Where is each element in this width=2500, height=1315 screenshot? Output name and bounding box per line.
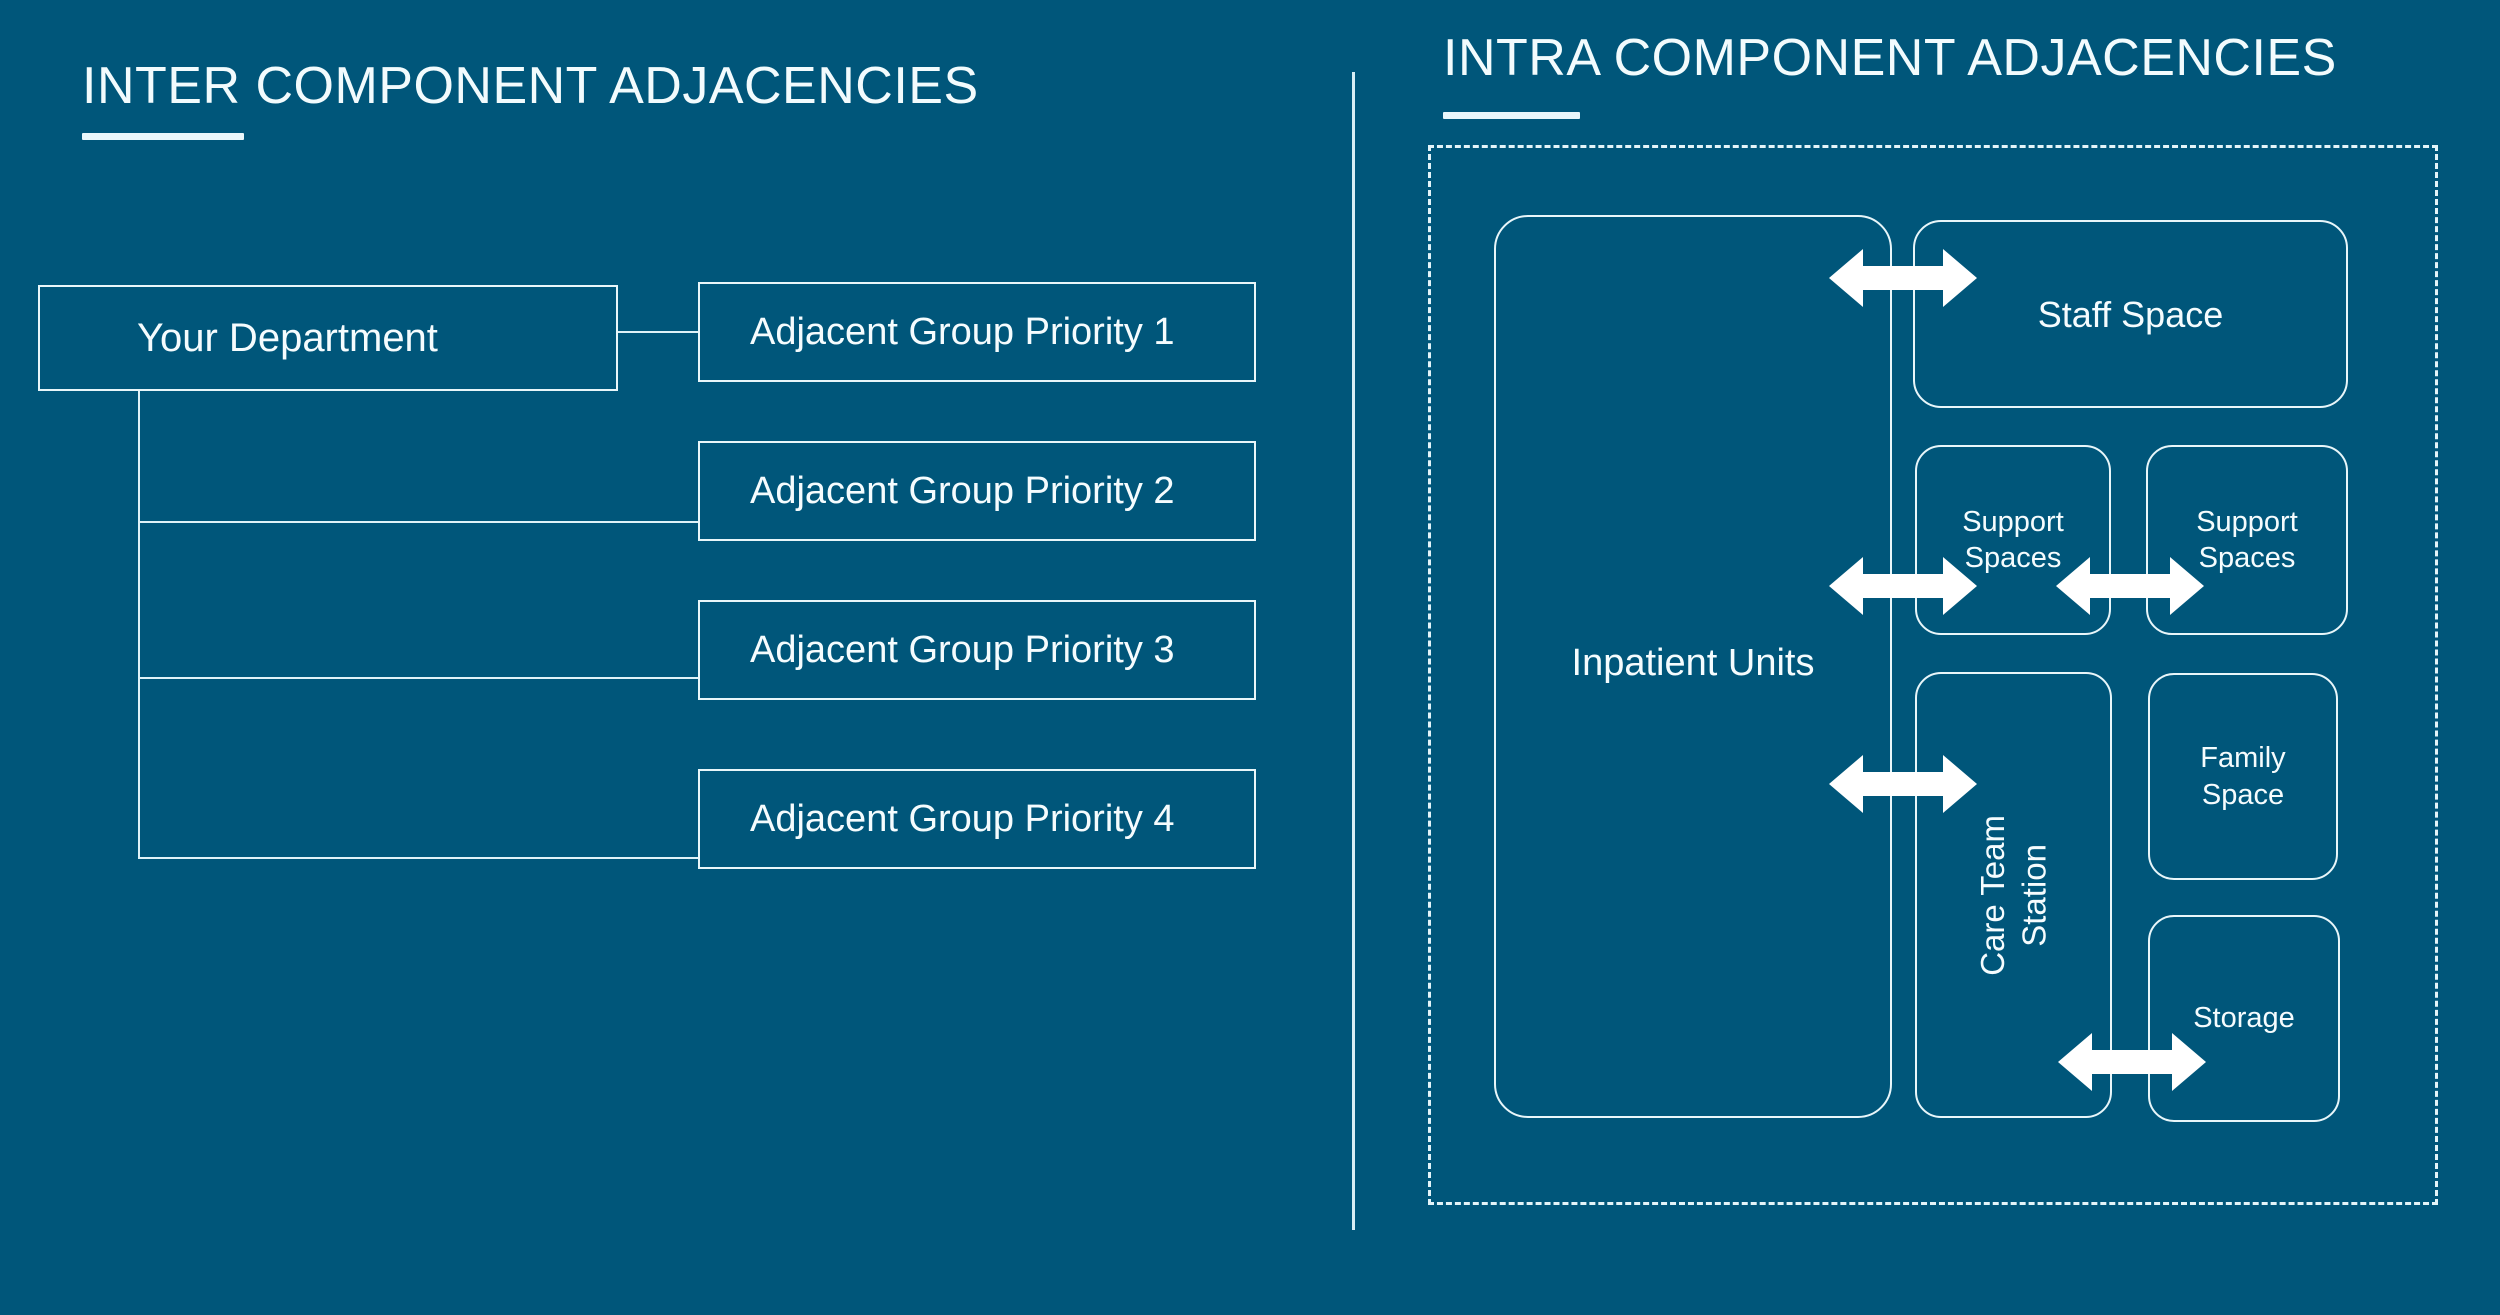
your-department-label: Your Department [137, 315, 438, 360]
adjacent-group-priority-4-box[interactable]: Adjacent Group Priority 4 [698, 769, 1256, 869]
adjacent-group-priority-2-box[interactable]: Adjacent Group Priority 2 [698, 441, 1256, 541]
adjacent-group-priority-1-label: Adjacent Group Priority 1 [750, 310, 1175, 353]
staff-space-box[interactable]: Staff Space [1913, 220, 2348, 408]
adjacent-group-priority-4-label: Adjacent Group Priority 4 [750, 797, 1175, 840]
your-department-box[interactable]: Your Department [38, 285, 618, 391]
double-arrow-icon-inpatient-care-team-station [1829, 755, 1977, 813]
adjacent-group-priority-1-box[interactable]: Adjacent Group Priority 1 [698, 282, 1256, 382]
connector-trunk [138, 391, 140, 858]
adjacent-group-priority-2-label: Adjacent Group Priority 2 [750, 469, 1175, 512]
inpatient-units-label: Inpatient Units [1571, 642, 1815, 684]
adjacent-group-priority-3-box[interactable]: Adjacent Group Priority 3 [698, 600, 1256, 700]
inter-component-title: INTER COMPONENT ADJACENCIES [82, 57, 979, 115]
panel-divider [1352, 72, 1355, 1230]
double-arrow-icon-inpatient-support [1829, 557, 1977, 615]
connector-to-priority-2 [138, 521, 700, 523]
connector-to-priority-3 [138, 677, 700, 679]
intra-title-underline [1443, 112, 1580, 119]
inter-title-underline [82, 133, 244, 140]
intra-component-boundary [1428, 145, 2438, 1205]
staff-space-label: Staff Space [2037, 293, 2224, 335]
double-arrow-icon-care-team-station-storage [2058, 1033, 2206, 1091]
storage-label: Storage [2193, 1002, 2295, 1035]
storage-box[interactable]: Storage [2148, 915, 2340, 1122]
connector-to-priority-1 [618, 331, 700, 333]
adjacent-group-priority-3-label: Adjacent Group Priority 3 [750, 628, 1175, 671]
inpatient-units-box[interactable]: Inpatient Units [1494, 215, 1892, 1118]
connector-to-priority-4 [138, 857, 700, 859]
double-arrow-icon-inpatient-staff [1829, 249, 1977, 307]
intra-component-title: INTRA COMPONENT ADJACENCIES [1443, 29, 2337, 87]
double-arrow-icon-support-support [2056, 557, 2204, 615]
